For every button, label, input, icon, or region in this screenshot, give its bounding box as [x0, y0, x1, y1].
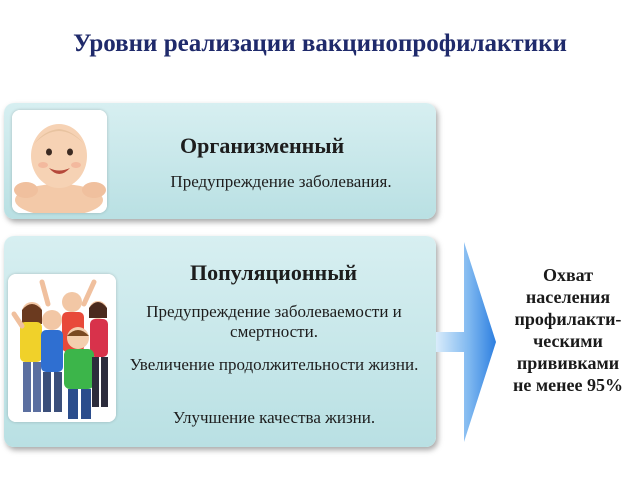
page-title: Уровни реализации вакцинопрофилактики: [73, 30, 567, 57]
level-population-item: Улучшение качества жизни.: [172, 408, 376, 427]
result-line: прививками: [516, 353, 620, 373]
baby-photo: [12, 110, 107, 213]
level-population-item: Увеличение продолжительности жизни.: [129, 355, 419, 374]
result-line: не менее 95%: [513, 375, 623, 395]
level-population-item: Предупреждение заболеваемости и смертнос…: [146, 302, 402, 341]
level-population-heading: Популяционный: [190, 260, 358, 285]
result-line: профилакти-: [514, 309, 622, 329]
coverage-result-text: Охват населения профилакти- ческими прив…: [498, 264, 638, 396]
level-organism-panel: Организменный Предупреждение заболевания…: [4, 103, 436, 219]
result-line: населения: [525, 287, 611, 307]
result-line: ческими: [533, 331, 603, 351]
level-population-panel: Популяционный Предупреждение заболеваемо…: [4, 236, 436, 447]
result-line: Охват: [542, 265, 594, 285]
children-photo: [8, 274, 116, 422]
level-organism-item: Предупреждение заболевания.: [170, 172, 392, 191]
arrow-right-icon: [436, 242, 496, 442]
level-organism-heading: Организменный: [180, 133, 345, 158]
